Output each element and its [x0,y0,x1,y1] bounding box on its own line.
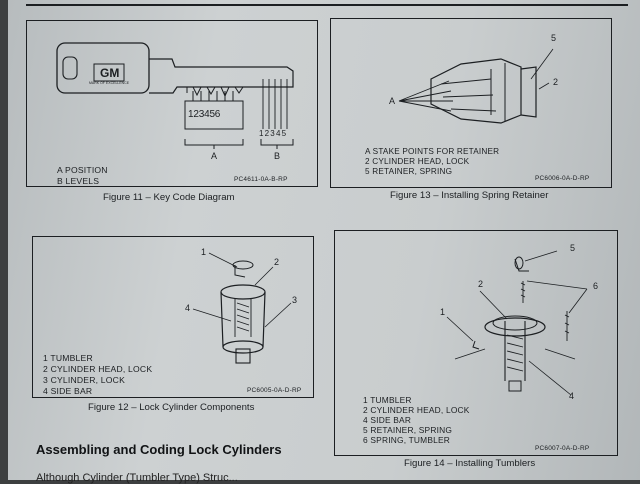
figure-12-panel: 1 2 4 3 1 TUMBLER 2 CYLINDER HEAD, LOCK … [32,236,314,398]
legend-item: A STAKE POINTS FOR RETAINER [365,147,500,156]
legend-item: 1 TUMBLER [43,353,93,363]
figure-11-legend: A POSITION B LEVELS [57,165,108,187]
callout-1: 1 [440,307,446,317]
installing-tumblers-diagram [446,250,588,396]
callout-1: 1 [201,247,207,257]
legend-item: 2 CYLINDER HEAD, LOCK [43,364,153,374]
callout-2: 2 [274,257,280,267]
figure-14-caption: Figure 14 – Installing Tumblers [404,458,536,469]
callout-2: 2 [553,77,559,87]
figure-12-caption: Figure 12 – Lock Cylinder Components [88,402,255,413]
callout-a: A [389,96,396,106]
figure-12-legend: 1 TUMBLER 2 CYLINDER HEAD, LOCK 3 CYLIND… [43,353,152,397]
callout-5: 5 [570,243,576,253]
legend-item: 3 CYLINDER, LOCK [43,375,125,385]
key-code-diagram [56,42,294,149]
manual-page: GM MARK OF EXCELLENCE 123456 12345 A B A… [8,0,640,484]
level-digits: 12345 [259,129,288,138]
legend-item: 1 TUMBLER [363,395,412,405]
section-heading: Assembling and Coding Lock Cylinders [36,442,282,457]
legend-item: 5 RETAINER, SPRING [363,425,453,435]
figure-13-panel: A 5 2 A STAKE POINTS FOR RETAINER 2 CYLI… [330,18,612,188]
callout-4: 4 [185,303,191,313]
legend-item: 2 CYLINDER HEAD, LOCK [363,405,470,415]
callout-5: 5 [551,33,557,43]
key-logo: GM [100,66,120,80]
spring-retainer-diagram [398,48,554,124]
cutoff-body-text: Although Cylinder (Tumbler Type) Struc..… [36,472,238,484]
figure-11-panel: GM MARK OF EXCELLENCE 123456 12345 A B A… [26,20,318,187]
legend-item: 5 RETAINER, SPRING [365,167,453,176]
position-digits: 123456 [188,109,221,120]
key-logo-subtext: MARK OF EXCELLENCE [89,81,130,85]
figure-13-legend: A STAKE POINTS FOR RETAINER 2 CYLINDER H… [365,147,499,177]
figure-code: PC6006-0A-D-RP [535,175,590,182]
legend-item: 4 SIDE BAR [363,415,412,425]
bracket-label-b: B [274,151,281,161]
legend-item: 6 SPRING, TUMBLER [363,435,451,445]
bracket-label-a: A [211,151,218,161]
legend-item: 4 SIDE BAR [43,386,93,396]
figure-code: PC6007-0A-D-RP [535,445,590,452]
legend-item: A POSITION [57,165,108,175]
figure-code: PC4611-0A-B-RP [234,176,288,183]
figure-11-caption: Figure 11 – Key Code Diagram [103,192,235,203]
top-rule [26,4,628,6]
callout-6: 6 [593,281,599,291]
lock-cylinder-diagram [192,252,292,364]
figure-14-legend: 1 TUMBLER 2 CYLINDER HEAD, LOCK 4 SIDE B… [363,395,470,445]
figure-13-caption: Figure 13 – Installing Spring Retainer [390,190,549,201]
legend-item: 2 CYLINDER HEAD, LOCK [365,157,470,166]
callout-3: 3 [292,295,298,305]
legend-item: B LEVELS [57,176,100,186]
callout-2: 2 [478,279,484,289]
callout-4: 4 [569,391,575,401]
figure-14-panel: 5 2 6 1 4 1 TUMBLER 2 CYLINDER HEAD, LOC… [334,230,618,456]
figure-code: PC6005-0A-D-RP [247,387,302,394]
